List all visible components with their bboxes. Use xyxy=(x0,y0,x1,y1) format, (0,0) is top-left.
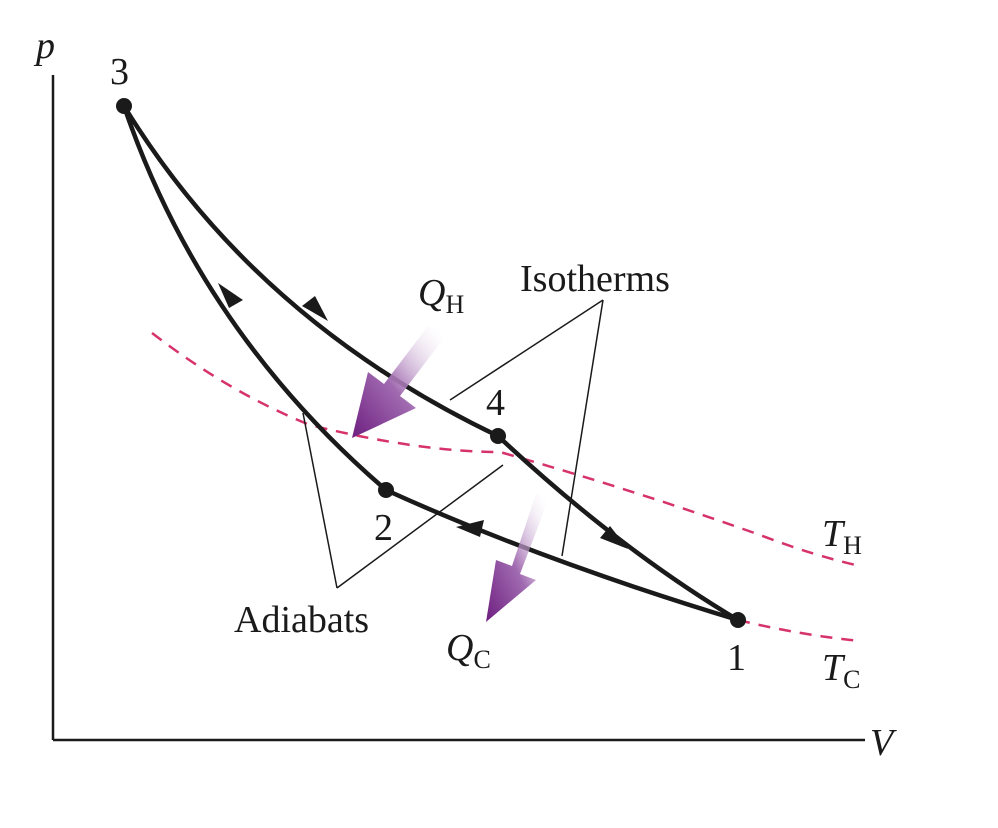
point-3-label: 3 xyxy=(110,51,129,93)
q-cold-label: QC xyxy=(446,627,491,674)
isotherm-3-4 xyxy=(121,103,501,439)
isotherms-leader-b xyxy=(561,299,604,557)
t-cold-sub: C xyxy=(843,665,860,694)
heat-in-arrow-icon xyxy=(352,326,444,438)
q-cold-main: Q xyxy=(446,627,473,669)
t-hot-sub: H xyxy=(843,531,862,560)
isotherm-1-2 xyxy=(383,487,741,623)
point-4-label: 4 xyxy=(486,382,505,424)
arrowhead-2-3-icon xyxy=(218,283,243,308)
cycle xyxy=(121,103,741,623)
point-2-label: 2 xyxy=(374,507,393,549)
y-axis-label: p xyxy=(33,25,55,67)
isotherms-label: Isotherms xyxy=(520,258,670,300)
t-cold-main: T xyxy=(822,647,846,689)
adiabat-2-3 xyxy=(121,103,389,493)
q-hot-label: QH xyxy=(418,272,464,319)
arrowhead-1-2-icon xyxy=(456,520,484,537)
point-labels: 3 4 2 1 xyxy=(110,51,746,679)
text-labels: Isotherms Adiabats QH QC TH TC xyxy=(234,258,862,694)
q-cold-sub: C xyxy=(473,645,490,674)
x-axis-label: V xyxy=(870,722,897,764)
adiabats-leader-a xyxy=(302,412,338,589)
heat-out-arrow-icon xyxy=(486,494,548,622)
point-1-label: 1 xyxy=(727,637,746,679)
direction-arrowheads xyxy=(218,283,628,549)
state-points xyxy=(116,98,746,628)
reference-isotherms xyxy=(151,332,861,643)
leader-lines xyxy=(302,299,604,589)
isotherms-leader-a xyxy=(449,299,604,401)
arrowhead-4-1-icon xyxy=(600,526,628,549)
isotherm-th-dashed xyxy=(151,332,861,568)
isotherm-tc-dashed xyxy=(737,618,861,643)
axes: p V xyxy=(33,25,897,764)
t-cold-label: TC xyxy=(822,647,860,694)
point-1 xyxy=(730,612,746,628)
adiabats-leader-b xyxy=(336,464,504,589)
point-2 xyxy=(378,482,394,498)
point-3 xyxy=(116,98,132,114)
t-hot-label: TH xyxy=(822,513,862,560)
heat-flow-arrows xyxy=(352,326,548,622)
adiabats-label: Adiabats xyxy=(234,599,369,641)
t-hot-main: T xyxy=(822,513,846,555)
q-hot-sub: H xyxy=(445,290,464,319)
point-4 xyxy=(490,428,506,444)
q-hot-main: Q xyxy=(418,272,445,314)
arrowhead-3-4-icon xyxy=(302,296,328,321)
